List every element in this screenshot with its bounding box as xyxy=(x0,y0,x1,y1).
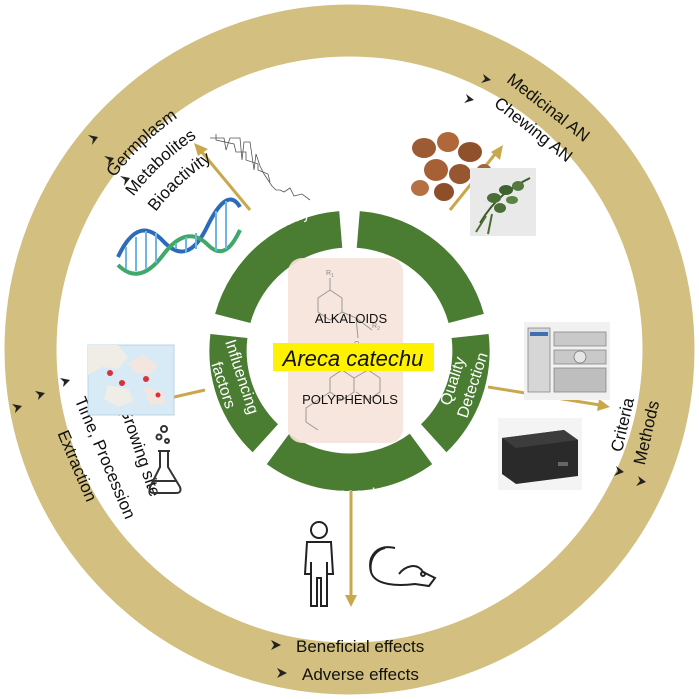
segment-quality xyxy=(421,334,490,453)
outer-ring xyxy=(4,4,695,695)
arrowhead-bullet-icon xyxy=(12,404,22,413)
segment-clinical xyxy=(356,211,484,323)
arrowhead-bullet-icon xyxy=(614,466,624,476)
segment-omics xyxy=(215,211,343,323)
arrowhead-bullet-icon xyxy=(88,135,98,145)
alkaloids-label: ALKALOIDS xyxy=(315,311,388,326)
r1-label: R1 xyxy=(326,270,334,279)
segment-pharmacology xyxy=(266,433,433,492)
center-title: Areca catechu xyxy=(281,346,424,371)
mouse-icon xyxy=(369,546,437,588)
arrow-top-left xyxy=(199,150,252,211)
title-highlight xyxy=(273,343,434,371)
arrowhead-bullet-icon xyxy=(35,391,45,400)
arrowhead-bullet-icon xyxy=(104,156,114,166)
lc-instrument-icon xyxy=(524,322,610,400)
dna-helix-icon xyxy=(116,197,242,276)
flask-icon xyxy=(148,425,182,494)
segment-ring xyxy=(209,211,490,492)
arrowhead-bullet-icon xyxy=(481,74,491,83)
bullets xyxy=(12,74,646,678)
arrowhead-bullet-icon xyxy=(60,378,70,387)
arrowhead-bullet-icon xyxy=(636,476,646,486)
label-adverse-effects: Adverse effects xyxy=(302,665,419,684)
areca-nuts-icon xyxy=(411,132,492,201)
polyphenols-label: POLYPHENOLS xyxy=(302,392,398,407)
chromatogram-icon xyxy=(210,134,311,201)
arrowhead-bullet-icon xyxy=(120,176,130,186)
areca-plant-icon xyxy=(470,168,536,236)
label-beneficial-effects: Beneficial effects xyxy=(296,637,424,656)
arrowhead-bullet-icon xyxy=(277,668,287,678)
arrowhead-bullet-icon xyxy=(271,640,281,650)
segment-influencing xyxy=(209,334,278,453)
r2-label: R2 xyxy=(372,323,380,332)
alkaloid-structure xyxy=(317,278,373,339)
asia-map-icon xyxy=(87,344,175,416)
human-figure-icon xyxy=(303,521,335,607)
arrowhead-bullet-icon xyxy=(464,94,474,103)
analyzer-box-icon xyxy=(498,418,582,490)
